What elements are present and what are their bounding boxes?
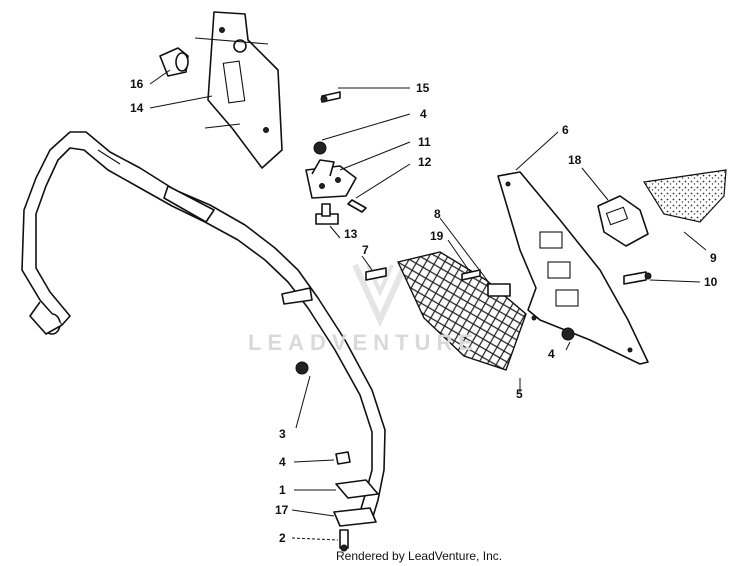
callout-labels: 1 2 3 4 4 4 5 6 7 8 9 10 11 12 13 14 15 … bbox=[130, 77, 718, 545]
rivet-19 bbox=[461, 269, 481, 281]
callout-4a: 4 bbox=[420, 107, 427, 121]
knob-part bbox=[159, 47, 189, 77]
callout-15: 15 bbox=[416, 81, 430, 95]
foot-pad bbox=[643, 169, 727, 223]
callout-5: 5 bbox=[516, 387, 523, 401]
callout-12: 12 bbox=[418, 155, 432, 169]
callout-10: 10 bbox=[704, 275, 718, 289]
callout-14: 14 bbox=[130, 101, 144, 115]
bolt-2 bbox=[339, 529, 349, 552]
callout-8: 8 bbox=[434, 207, 441, 221]
nut-upper bbox=[313, 141, 327, 155]
callout-2: 2 bbox=[279, 531, 286, 545]
screw-12 bbox=[347, 199, 367, 213]
tube-bracket bbox=[281, 287, 313, 305]
callout-17: 17 bbox=[275, 503, 289, 517]
nut-right bbox=[561, 327, 575, 341]
callout-7: 7 bbox=[362, 243, 369, 257]
lower-plate-17 bbox=[333, 507, 377, 527]
nut-3 bbox=[295, 361, 309, 375]
bracket-11 bbox=[305, 159, 357, 199]
credit-text: Rendered by LeadVenture, Inc. bbox=[336, 549, 503, 563]
callout-1: 1 bbox=[279, 483, 286, 497]
lower-bracket-1 bbox=[335, 479, 379, 499]
upper-mounting-plate bbox=[194, 11, 283, 169]
callout-18: 18 bbox=[568, 153, 582, 167]
bracket-8 bbox=[487, 283, 511, 297]
callout-4c: 4 bbox=[279, 455, 286, 469]
callout-4b: 4 bbox=[548, 347, 555, 361]
callout-13: 13 bbox=[344, 227, 358, 241]
rivet-7 bbox=[365, 267, 387, 281]
mesh-screen bbox=[397, 251, 527, 371]
nut-lower bbox=[335, 451, 351, 465]
screw-10 bbox=[623, 271, 652, 285]
callout-11: 11 bbox=[418, 135, 431, 149]
bracket-18 bbox=[597, 195, 649, 247]
handlebar-tube bbox=[21, 131, 386, 521]
callout-9: 9 bbox=[710, 251, 717, 265]
clip-13 bbox=[315, 203, 339, 225]
callout-3: 3 bbox=[279, 427, 286, 441]
callout-6: 6 bbox=[562, 123, 569, 137]
leader-lines bbox=[149, 69, 707, 541]
callout-19: 19 bbox=[430, 229, 444, 243]
callout-16: 16 bbox=[130, 77, 144, 91]
side-panel bbox=[497, 171, 649, 365]
screw-15 bbox=[320, 91, 341, 103]
watermark-text: LEADVENTURE bbox=[248, 330, 480, 355]
